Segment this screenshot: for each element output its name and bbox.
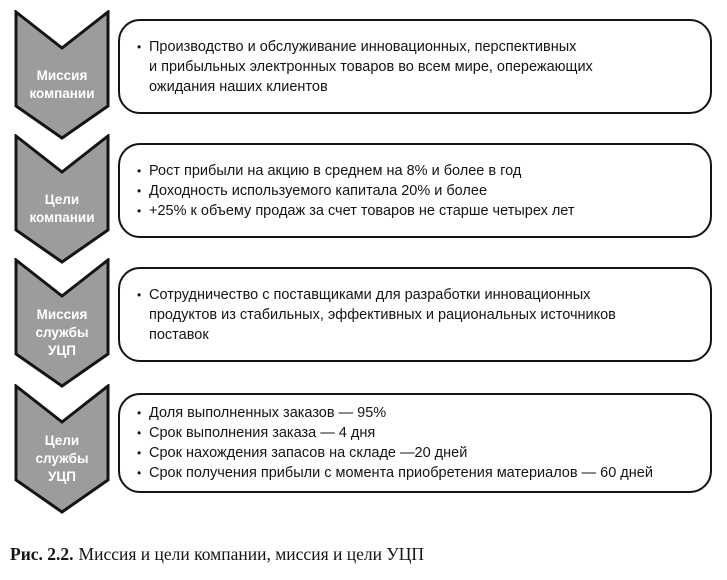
bullet-item: Сотрудничество с поставщиками для разраб… xyxy=(136,285,704,345)
chevron-scm-mission: Миссия службы УЦП xyxy=(14,258,110,388)
figure-caption: Рис. 2.2.Миссия и цели компании, миссия … xyxy=(10,543,424,565)
chevron-down-icon xyxy=(14,10,110,140)
chevron-down-icon xyxy=(14,384,110,514)
chevron-label-scm-mission: Миссия службы УЦП xyxy=(35,307,89,358)
chevron-down-icon xyxy=(14,258,110,388)
chevron-company-mission: Миссия компании xyxy=(14,10,110,140)
box-company-goals: Рост прибыли на акцию в среднем на 8% и … xyxy=(118,143,712,238)
bullet-item: Доля выполненных заказов — 95% xyxy=(136,403,704,423)
bullet-item: Срок выполнения заказа — 4 дня xyxy=(136,423,704,443)
figure-caption-text: Миссия и цели компании, миссия и цели УЦ… xyxy=(78,544,425,564)
row-company-goals: Цели компании Рост прибыли на акцию в ср… xyxy=(14,134,712,264)
box-scm-mission: Сотрудничество с поставщиками для разраб… xyxy=(118,267,712,362)
bullet-item: Доходность используемого капитала 20% и … xyxy=(136,181,704,201)
bullet-item: Срок нахождения запасов на складе —20 дн… xyxy=(136,443,704,463)
bullet-list: Доля выполненных заказов — 95% Срок выпо… xyxy=(136,403,704,483)
bullet-item: Срок получения прибыли с момента приобре… xyxy=(136,463,704,483)
mission-goals-diagram: Миссия компании Производство и обслужива… xyxy=(0,0,727,535)
chevron-scm-goals: Цели службы УЦП xyxy=(14,384,110,514)
bullet-list: Рост прибыли на акцию в среднем на 8% и … xyxy=(136,161,704,221)
chevron-label-company-mission: Миссия компании xyxy=(29,68,95,101)
chevron-company-goals: Цели компании xyxy=(14,134,110,264)
chevron-label-company-goals: Цели компании xyxy=(29,192,95,225)
bullet-item: +25% к объему продаж за счет товаров не … xyxy=(136,201,704,221)
chevron-down-icon xyxy=(14,134,110,264)
bullet-list: Производство и обслуживание инновационны… xyxy=(136,37,704,97)
row-scm-goals: Цели службы УЦП Доля выполненных заказов… xyxy=(14,384,712,514)
row-scm-mission: Миссия службы УЦП Сотрудничество с поста… xyxy=(14,258,712,388)
box-scm-goals: Доля выполненных заказов — 95% Срок выпо… xyxy=(118,393,712,493)
bullet-item: Рост прибыли на акцию в среднем на 8% и … xyxy=(136,161,704,181)
chevron-label-scm-goals: Цели службы УЦП xyxy=(35,433,89,484)
box-company-mission: Производство и обслуживание инновационны… xyxy=(118,19,712,114)
row-company-mission: Миссия компании Производство и обслужива… xyxy=(14,10,712,140)
bullet-list: Сотрудничество с поставщиками для разраб… xyxy=(136,285,704,345)
figure-caption-number: Рис. 2.2. xyxy=(10,544,74,564)
bullet-item: Производство и обслуживание инновационны… xyxy=(136,37,704,97)
